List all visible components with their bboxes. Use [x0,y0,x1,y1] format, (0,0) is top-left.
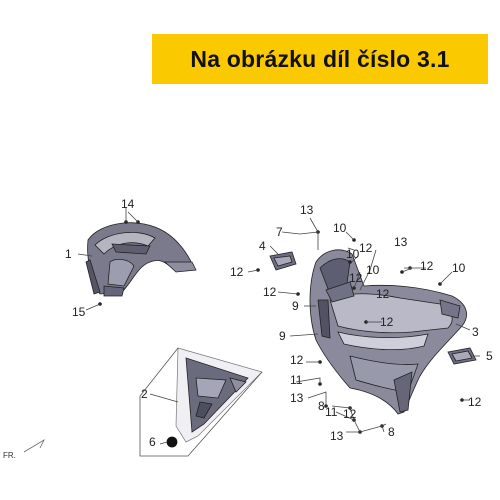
callout-11b: 11 [325,405,338,419]
callout-10d: 10 [452,261,466,275]
callout-1: 1 [65,247,72,261]
callout-13d: 13 [330,429,344,443]
banner-text: Na obrázku díl číslo 3.1 [190,45,450,72]
leader-lines [77,208,480,445]
callout-4: 4 [259,239,266,253]
callout-12a: 12 [230,265,244,279]
callout-13c: 13 [290,391,304,405]
callout-12c: 12 [359,241,373,255]
callout-10a: 10 [333,221,347,235]
callout-11a: 11 [290,373,303,387]
front-direction-arrow [23,438,45,453]
callout-12j: 12 [343,407,357,421]
callout-13a: 13 [300,203,314,217]
callout-12g: 12 [380,315,394,329]
callout-10c: 10 [366,263,380,277]
callout-12e: 12 [376,287,390,301]
callout-3: 3 [472,325,479,339]
callout-12i: 12 [468,395,482,409]
callout-12b: 12 [263,285,277,299]
callout-8b: 8 [388,425,395,439]
callout-15: 15 [72,305,86,319]
callout-numbers: 1 2 3 4 5 6 7 8 8 9 9 10 10 10 10 11 11 … [65,197,493,449]
callout-6: 6 [149,435,156,449]
front-panel-part [139,347,263,457]
callout-10b: 10 [346,247,360,261]
clip-part-5 [447,347,477,365]
inner-cover-part [85,222,197,297]
front-cover-part [309,249,467,415]
callout-7: 7 [276,225,283,239]
callout-13b: 13 [394,235,408,249]
callout-2: 2 [141,387,148,401]
callout-9a: 9 [292,299,299,313]
callout-12d: 12 [349,271,363,285]
part-number-banner: Na obrázku díl číslo 3.1 [152,34,488,84]
front-direction-label: FR. [3,451,16,460]
callout-12f: 12 [420,259,434,273]
callout-5: 5 [486,349,493,363]
callout-8a: 8 [318,399,325,413]
callout-9b: 9 [279,329,286,343]
callout-12h: 12 [290,353,304,367]
callout-14: 14 [121,197,135,211]
clip-part-4 [269,251,297,271]
